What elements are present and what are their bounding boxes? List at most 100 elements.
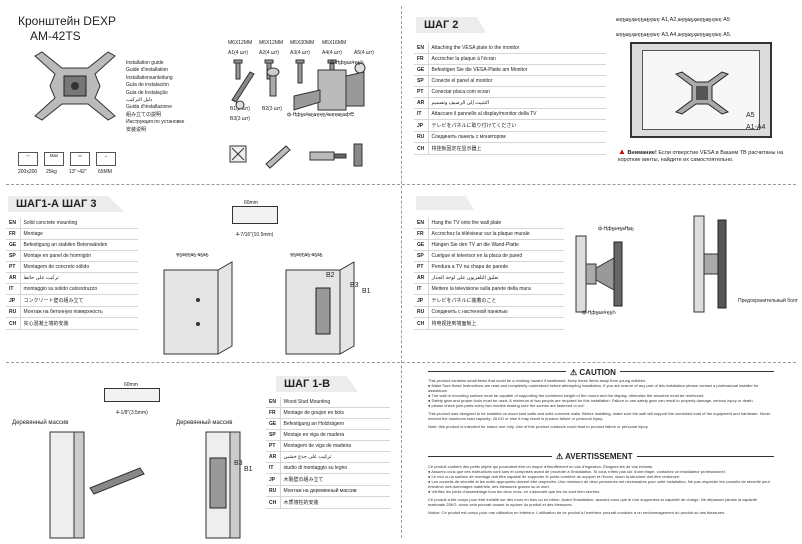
spec-size-value: 13"~42" xyxy=(69,169,87,175)
drill-diameter: 4-7/16"(10.5mm) xyxy=(236,232,274,238)
lang-code: JP xyxy=(6,294,21,307)
avertissement-line: Ce produit a été conçu pour être install… xyxy=(428,497,758,507)
lang-code: IT xyxy=(414,108,429,120)
lang-code: AR xyxy=(414,272,429,284)
step2-heading: ШАГ 2 xyxy=(416,17,487,33)
lang-code: FR xyxy=(266,407,281,419)
lang-text: Hängen Sie den TV an die Wand-Platte xyxy=(428,239,564,251)
guide-title: Guide d'installation xyxy=(126,67,169,74)
lang-code: JP xyxy=(414,119,429,132)
lang-text: Attaccare il pannello al display/monitor… xyxy=(428,108,606,120)
tv-arm-label: ф-ҢфҕҩӵҩҕҩҿҿҕӵҩҿҿҩҕҩфҾ xyxy=(287,112,355,118)
avertissement-icon: ⚠ xyxy=(556,452,564,461)
lang-code: FR xyxy=(414,228,429,240)
lang-text: Монтаж на деревянный массив xyxy=(280,485,390,497)
lang-code: CH xyxy=(266,496,281,509)
lang-code: EN xyxy=(266,397,281,408)
lang-code: CH xyxy=(6,317,21,330)
hardware-b2-label: B2(3 шт) xyxy=(262,106,282,112)
lang-code: GE xyxy=(6,239,21,251)
drill-depth-diagram-wood xyxy=(104,388,160,402)
product-title: Кронштейн DEXP AM-42TS xyxy=(18,14,116,44)
step1b-heading: ШАГ 1-B xyxy=(276,376,359,392)
caution-line: ● please check joint parts every two mon… xyxy=(428,403,585,408)
avertissement-line: Notice: Ce produit est conçu pour une ut… xyxy=(428,510,726,515)
b1-label-wood: B1 xyxy=(244,466,253,473)
lang-text: Montaje en panel de hormigón xyxy=(20,250,138,262)
lang-code: PT xyxy=(266,440,281,452)
small-part-icon xyxy=(235,100,245,110)
wood-label-left: Деревянный массив xyxy=(12,420,69,426)
lang-code: IT xyxy=(414,283,429,295)
lang-text: تعليق التلفزيون على لوحة الجدار xyxy=(428,272,564,284)
lang-text: コンクリート壁の組み立て xyxy=(20,294,138,307)
depth-icon: ↔ xyxy=(96,152,116,166)
step1a-heading-text-2: ШАГ 3 xyxy=(62,198,97,210)
avertissement-line: ● Les conseils de sécurité et les outils… xyxy=(428,479,770,489)
guide-title: 組み立ての説明 xyxy=(126,111,162,118)
lang-text: 将挂板固定在显示器上 xyxy=(428,142,606,155)
caution-icon: ⚠ xyxy=(570,368,578,377)
lang-code: SP xyxy=(414,250,429,262)
warning-bold: Внимание! xyxy=(627,150,657,156)
step1a-heading-text: ШАГ1-А xyxy=(16,198,59,210)
screw-qty: A3(4 шт) xyxy=(290,50,310,56)
drill-depth-mm: 60mm xyxy=(244,200,258,206)
lang-text: Wood Stud Mounting xyxy=(280,397,390,408)
guide-title: Guia de Instalação xyxy=(126,89,168,96)
screw-qty: A4(4 шт) xyxy=(322,50,342,56)
avertissement-line: ● Le mur ou la surface de montage doit ê… xyxy=(428,474,681,479)
warning-text: Если отверстие VESA в Вашем ТВ расчитаны… xyxy=(618,150,784,163)
lang-code: CH xyxy=(414,142,429,155)
lang-text: Befestigen Sie die VESA-Platte am Monito… xyxy=(428,64,606,76)
step4-label-bottom: ф-ҢфҕҩаӵҿҕҺ xyxy=(582,310,616,316)
lang-code: JP xyxy=(414,294,429,307)
spec-vesa-value: 200x200 xyxy=(18,169,38,175)
hardware-panel: Кронштейн DEXP AM-42TS Installation guid… xyxy=(0,0,400,184)
a5-label: A5 xyxy=(746,112,755,119)
screw-qty: A2(4 шт) xyxy=(259,50,279,56)
screw-size: M6X30MM xyxy=(290,40,315,46)
lang-text: Cuelgue el televisor en la placa de pare… xyxy=(428,250,564,262)
lang-code: JP xyxy=(266,473,281,486)
caution-line: This product contains small items that c… xyxy=(428,378,647,383)
hardware-b3-label: B3(3 шт) xyxy=(230,116,250,122)
lang-text: 将电视挂到墙面板上 xyxy=(428,317,564,330)
lang-code: RU xyxy=(266,485,281,497)
guide-title: Инструкция по установке xyxy=(126,119,185,126)
lang-code: FR xyxy=(414,53,429,65)
lang-text: Montage xyxy=(20,228,138,240)
guide-title: Installation guide xyxy=(126,60,164,66)
lang-text: Befestigung an stabilen Betonwänden xyxy=(20,239,138,251)
guide-title-list: Installation guide Guide d'installation … xyxy=(126,60,184,134)
lang-code: PT xyxy=(6,261,21,273)
drill-depth-mm-wood: 60mm xyxy=(124,382,138,388)
safety-bolt-label: Предохранительный болт xyxy=(738,298,798,304)
lang-code: GE xyxy=(414,64,429,76)
lang-code: GE xyxy=(266,418,281,430)
avertissement-title: AVERTISSEMENT xyxy=(565,452,633,461)
lang-text: Соединить с настенной панелью xyxy=(428,306,564,318)
weight-icon: Max xyxy=(44,152,64,166)
caution-line: This product was designed to be installe… xyxy=(428,411,771,421)
screw-size: M6X12MM xyxy=(228,40,253,46)
avertissement-line: ● Vérifiez les joints d'assemblage tous … xyxy=(428,489,601,494)
lang-code: AR xyxy=(266,451,281,463)
lang-text: Conectar placa com ecran xyxy=(428,86,606,98)
